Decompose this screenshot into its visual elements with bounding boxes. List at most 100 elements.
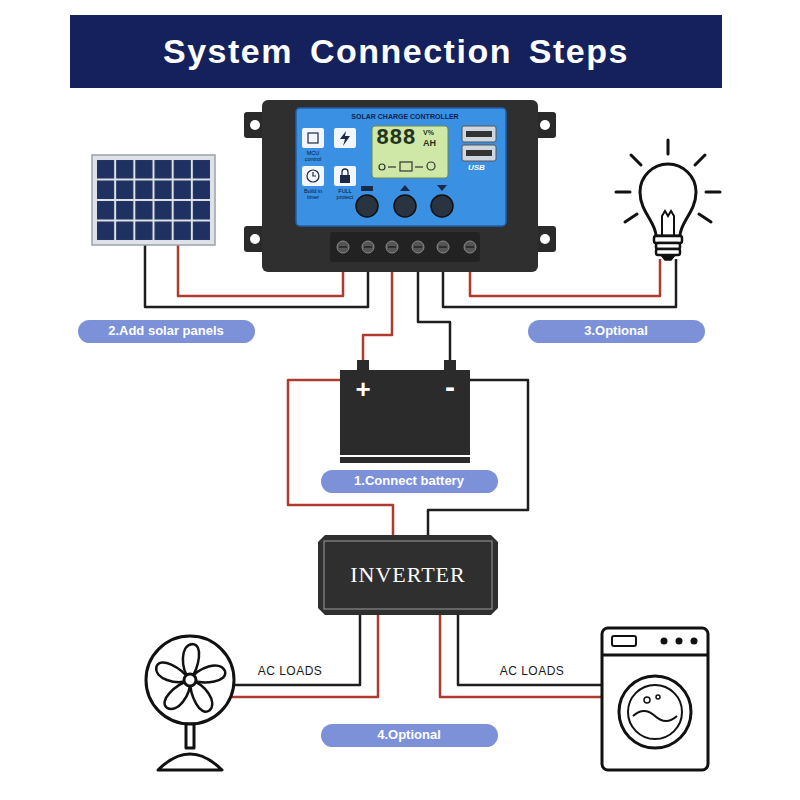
charge-controller-housing-part [356, 195, 378, 217]
light-bulb-part [662, 211, 674, 236]
battery: +- [340, 360, 470, 465]
charge-controller: SOLAR CHARGE CONTROLLER 888 V% AH MCU contro… [262, 100, 538, 272]
charge-controller-housing-part-part [415, 166, 423, 167]
washing-machine-icon-part [661, 638, 668, 645]
solar-panel-part [92, 155, 215, 245]
fan-icon-part [158, 754, 222, 770]
charge-controller-housing-part-part [412, 241, 424, 253]
charge-controller-housing-part-part [427, 162, 435, 170]
washing-machine-icon-part [619, 676, 691, 748]
fan-icon [146, 636, 234, 770]
charge-controller-housing-part [540, 234, 550, 244]
charge-controller-housing-part [302, 166, 324, 186]
charge-controller-housing-part [342, 169, 348, 175]
solar-panel-part [96, 159, 211, 241]
panel-label: Build in timer [300, 188, 326, 200]
charge-controller-housing-part [330, 232, 480, 262]
load-label: AC LOADS [258, 664, 323, 678]
charge-controller-housing [244, 100, 556, 272]
fan-icon-part [146, 636, 234, 724]
charge-controller-housing-part [462, 145, 496, 161]
ac-wires-part [440, 615, 602, 697]
device-name: INVERTER [350, 563, 465, 587]
wire [363, 272, 392, 360]
fan-icon-part [186, 724, 194, 748]
charge-controller-housing-part [334, 128, 356, 148]
step-text: 2.Add solar panels [108, 324, 224, 338]
light-bulb [616, 140, 720, 260]
light-bulb-part [616, 191, 630, 194]
fan-icon-part [184, 674, 196, 686]
battery-shape-part [444, 360, 456, 371]
charge-controller-housing-part [334, 166, 356, 186]
inverter: INVERTER [318, 535, 498, 615]
washing-machine-icon-part [644, 697, 650, 703]
terminal-sign: - [445, 372, 455, 402]
charge-controller-housing-part [372, 126, 448, 178]
step-text: 4.Optional [377, 728, 441, 742]
charge-controller-housing-part [340, 175, 350, 183]
lcd-readout: V% [423, 129, 434, 137]
battery-shape-part [340, 370, 470, 455]
charge-controller-housing-part-part [362, 241, 374, 253]
step-label: 1.Connect battery [321, 470, 498, 493]
step-label: 3.Optional [528, 320, 705, 343]
washing-machine-icon-part [676, 638, 683, 645]
charge-controller-housing-part [540, 120, 550, 130]
light-bulb-part [640, 164, 696, 236]
charge-controller-housing-part [307, 170, 319, 182]
step-text: 1.Connect battery [354, 474, 464, 488]
charge-controller-housing-part [379, 162, 435, 171]
charge-controller-housing-part [394, 195, 416, 217]
washing-machine-icon-part [602, 654, 708, 657]
ac-wires-part [458, 615, 602, 685]
device-label: SOLAR CHARGE CONTROLLER [338, 113, 472, 121]
washing-machine-icon-part [633, 711, 677, 721]
charge-controller-housing-part [250, 234, 260, 244]
wire [418, 272, 450, 360]
step-text: 3.Optional [584, 324, 648, 338]
title-banner [70, 15, 722, 88]
charge-controller-housing-part [466, 150, 492, 156]
panel-label: MCU control [300, 150, 326, 162]
diagram-title: System Connection Steps [70, 15, 722, 88]
ac-wires [231, 615, 602, 697]
charge-controller-housing-part [302, 128, 324, 148]
step-label: 4.Optional [321, 724, 498, 747]
charge-controller-housing-part-part [364, 246, 372, 248]
lcd-readout: 888 [376, 127, 416, 151]
charge-controller-housing-part-part [388, 246, 396, 248]
charge-controller-housing-part [361, 186, 373, 191]
washing-machine-icon-part [602, 628, 708, 770]
charge-controller-housing-part [400, 185, 410, 191]
charge-controller-housing-part-part [466, 246, 474, 248]
charge-controller-housing-part-part [437, 241, 449, 253]
step-label: 2.Add solar panels [78, 320, 255, 343]
charge-controller-housing-part [437, 185, 447, 191]
charge-controller-housing-part [462, 126, 496, 142]
charge-controller-housing-part [339, 246, 474, 248]
solar-panel [92, 155, 215, 245]
washing-machine-icon [602, 628, 708, 770]
inverter-shape-part [318, 535, 498, 615]
washing-machine-icon-part [612, 636, 636, 646]
charge-controller-housing-part [262, 100, 538, 272]
light-bulb-part [706, 191, 720, 194]
charge-controller-housing-part [313, 172, 316, 176]
charge-controller-housing-part-part [386, 241, 398, 253]
light-bulb-part [699, 214, 711, 222]
lcd-readout: AH [423, 139, 436, 149]
charge-controller-housing-part [337, 241, 476, 253]
charge-controller-housing-part-part [400, 162, 412, 171]
light-bulb-part [631, 155, 641, 165]
charge-controller-housing-part [340, 131, 350, 146]
load-label: AC LOADS [500, 664, 565, 678]
charge-controller-housing-part-part [379, 164, 385, 170]
charge-controller-housing-part [296, 108, 506, 226]
washing-machine-icon-part [691, 638, 698, 645]
panel-label: FULL protect [332, 188, 358, 200]
battery-shape-part [357, 360, 369, 371]
light-bulb-part [625, 214, 637, 222]
